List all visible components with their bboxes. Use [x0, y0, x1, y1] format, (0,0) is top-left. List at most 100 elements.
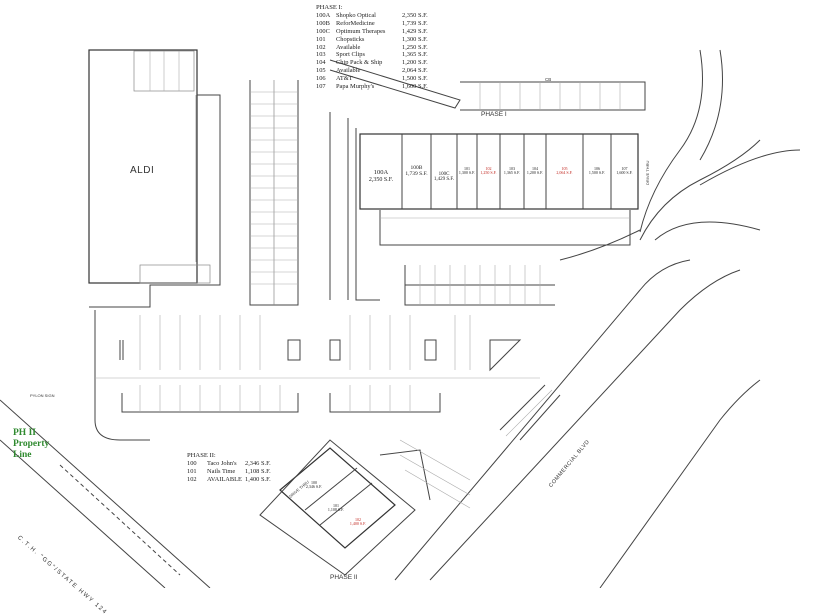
- unit-area: 1,300 S.F.: [402, 35, 428, 43]
- unit-area: 2,346 S.F.: [305, 484, 323, 490]
- unit-area: 1,400 S.F.: [349, 521, 367, 527]
- upper-parking: [329, 59, 646, 300]
- plan-unit-106: 106 1,500 S.F.: [584, 166, 610, 176]
- tenant-name: ReforMedicine: [336, 19, 375, 27]
- unit-id: 106: [316, 75, 326, 83]
- tenant-name: Papa Murphy's: [336, 83, 375, 91]
- unit-area: 2,064 S.F.: [556, 170, 573, 176]
- phase2-legend-title: PHASE II:: [187, 452, 216, 459]
- unit-id: 101: [316, 35, 326, 43]
- unit-id: 102: [316, 43, 326, 51]
- tenant-name: AVAILABLE: [207, 475, 242, 483]
- unit-id: 100: [187, 459, 197, 467]
- unit-id: 102: [187, 475, 197, 483]
- unit-id: 100B: [316, 19, 330, 27]
- tenant-name: Chopsticks: [336, 35, 365, 43]
- plan-unit-102: 102 1,250 S.F.: [478, 166, 499, 176]
- unit-area: 1,600 S.F.: [616, 170, 633, 176]
- aldi-label: ALDI: [130, 165, 155, 176]
- plan-unit-100c: 100C 1,429 S.F.: [432, 172, 456, 183]
- cth-road: [0, 399, 211, 588]
- unit-area: 1,500 S.F.: [402, 75, 428, 83]
- plan-unit-100b: 100B 1,739 S.F.: [403, 165, 430, 178]
- unit-id: 105: [561, 166, 568, 171]
- tenant-name: Available: [336, 43, 361, 51]
- unit-id: 101: [187, 467, 197, 475]
- cb-road-label: CB: [545, 77, 552, 82]
- unit-id: 101: [464, 166, 470, 171]
- unit-id: 100C: [316, 27, 330, 35]
- pylon-sign-label: PYLON SIGN: [30, 393, 55, 398]
- unit-area: 1,300 S.F.: [458, 170, 476, 176]
- legend-row: 100 Taco John's 2,346 S.F.: [187, 460, 271, 468]
- unit-area: 2,350 S.F.: [402, 11, 428, 19]
- central-parking: [94, 265, 555, 441]
- unit-id: 103: [509, 166, 515, 171]
- phase2-building: [259, 439, 471, 576]
- unit-id: 100A: [373, 169, 389, 176]
- tenant-name: Shopko Optical: [336, 11, 376, 19]
- tenant-name: Taco John's: [207, 459, 237, 467]
- unit-area: 1,250 S.F.: [480, 170, 497, 176]
- plan-unit-p101: 101 1,108 S.F.: [322, 503, 350, 513]
- unit-id: 102: [355, 517, 361, 522]
- property-line-label: PH II Property Line: [13, 428, 50, 460]
- commercial-blvd: [394, 49, 801, 588]
- unit-id: 103: [316, 51, 326, 59]
- unit-id: 100B: [410, 165, 423, 171]
- tenant-name: Sport Clips: [336, 51, 365, 59]
- unit-area: 1,200 S.F.: [526, 170, 544, 176]
- tenant-name: Available: [336, 67, 361, 75]
- unit-area: 2,350 S.F.: [368, 176, 394, 183]
- unit-area: 1,108 S.F.: [327, 507, 345, 513]
- phase1-label: PHASE I: [481, 111, 507, 118]
- unit-id: 105: [316, 67, 326, 75]
- unit-id: 102: [485, 166, 492, 171]
- plan-unit-104: 104 1,200 S.F.: [525, 166, 545, 176]
- phase2-label: PHASE II: [330, 574, 358, 581]
- unit-area: 2,064 S.F.: [402, 67, 428, 75]
- plan-unit-103: 103 1,365 S.F.: [501, 166, 523, 176]
- unit-id: 101: [333, 503, 339, 508]
- plan-unit-105: 105 2,064 S.F.: [547, 166, 582, 176]
- unit-area: 1,500 S.F.: [588, 170, 606, 176]
- unit-area: 1,200 S.F.: [402, 59, 428, 67]
- legend-row: 102 Available 1,250 S.F.: [316, 44, 428, 52]
- drive-thru-label: DRIVE THRU: [645, 160, 650, 185]
- plan-unit-p100: 100 2,346 S.F.: [300, 480, 328, 490]
- unit-area: 1,600 S.F.: [402, 83, 428, 91]
- legend-row: 105 Available 2,064 S.F.: [316, 67, 428, 75]
- plan-unit-p102: 102 1,400 S.F.: [343, 517, 373, 527]
- phase1-legend-title: PHASE I:: [316, 4, 343, 11]
- unit-area: 1,250 S.F.: [402, 43, 428, 51]
- unit-area: 1,400 S.F.: [245, 475, 271, 483]
- unit-id: 104: [316, 59, 326, 67]
- unit-id: 100: [311, 480, 317, 485]
- unit-id: 106: [594, 166, 600, 171]
- aldi-building: [88, 49, 221, 308]
- unit-area: 1,108 S.F.: [245, 467, 271, 475]
- phase1-building: [347, 118, 639, 301]
- unit-area: 1,429 S.F.: [433, 177, 455, 183]
- unit-id: 100C: [438, 172, 450, 177]
- unit-area: 1,365 S.F.: [503, 170, 521, 176]
- legend-row: 106 AT&T 1,500 S.F.: [316, 75, 428, 83]
- unit-area: 1,739 S.F.: [405, 170, 428, 177]
- tenant-name: AT&T: [336, 75, 353, 83]
- tenant-name: Nails Time: [207, 467, 236, 475]
- unit-id: 104: [532, 166, 538, 171]
- phase2-legend: PHASE II: 100 Taco John's 2,346 S.F. 101 Na…: [187, 452, 271, 484]
- unit-area: 2,346 S.F.: [245, 459, 271, 467]
- unit-area: 1,429 S.F.: [402, 27, 428, 35]
- legend-row: 101 Chopsticks 1,300 S.F.: [316, 36, 428, 44]
- unit-id: 107: [621, 166, 628, 171]
- legend-row: 100B ReforMedicine 1,739 S.F.: [316, 20, 428, 28]
- plan-unit-101: 101 1,300 S.F.: [458, 166, 476, 176]
- plan-unit-100a: 100A 2,350 S.F.: [362, 169, 400, 183]
- site-plan: [0, 49, 801, 588]
- legend-row: 101 Nails Time 1,108 S.F.: [187, 468, 271, 476]
- unit-area: 1,739 S.F.: [402, 19, 428, 27]
